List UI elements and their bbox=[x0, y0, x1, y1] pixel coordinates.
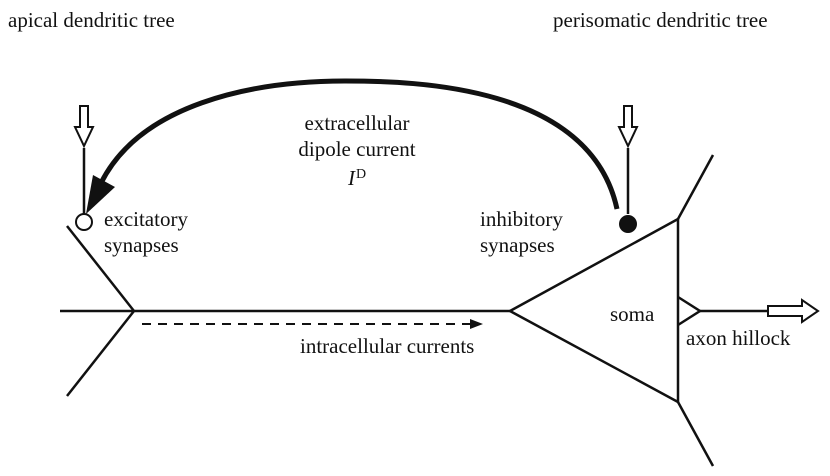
dipole-current-label: extracellular dipole current ID bbox=[282, 110, 432, 191]
inhibitory-label-line2: synapses bbox=[480, 233, 555, 257]
excitatory-label-line1: excitatory bbox=[104, 207, 188, 231]
dipole-symbol: ID bbox=[282, 162, 432, 191]
soma-label: soma bbox=[610, 302, 655, 326]
axon-output-arrow bbox=[767, 298, 820, 324]
dipole-label-line1: extracellular bbox=[304, 111, 410, 135]
axon-hillock-shape bbox=[677, 295, 768, 327]
inhibitory-synapse-marker bbox=[619, 215, 637, 233]
dipole-current-arc bbox=[86, 78, 620, 214]
inhibitory-input-arrow bbox=[617, 105, 639, 149]
intracellular-currents-label: intracellular currents bbox=[300, 334, 475, 358]
dipole-symbol-letter: I bbox=[347, 166, 355, 190]
axon-hillock-label: axon hillock bbox=[686, 326, 791, 350]
soma-body bbox=[507, 216, 680, 405]
inhibitory-synapses-label: inhibitory synapses bbox=[480, 206, 563, 258]
perisomatic-tree-label: perisomatic dendritic tree bbox=[553, 8, 768, 32]
left-dendrite bbox=[60, 225, 135, 397]
excitatory-synapse bbox=[73, 105, 95, 231]
excitatory-label-line2: synapses bbox=[104, 233, 179, 257]
intracellular-current-arrow bbox=[142, 319, 483, 329]
excitatory-input-arrow bbox=[73, 105, 95, 149]
apical-tree-label: apical dendritic tree bbox=[8, 8, 175, 32]
dipole-label-line2: dipole current bbox=[298, 137, 416, 161]
inhibitory-synapse bbox=[617, 105, 639, 233]
excitatory-synapse-marker bbox=[75, 213, 93, 231]
excitatory-synapses-label: excitatory synapses bbox=[104, 206, 188, 258]
dipole-symbol-superscript: D bbox=[355, 167, 367, 182]
soma-dendrites bbox=[676, 154, 715, 467]
dipole-arrowhead bbox=[86, 175, 115, 214]
inhibitory-label-line1: inhibitory bbox=[480, 207, 563, 231]
